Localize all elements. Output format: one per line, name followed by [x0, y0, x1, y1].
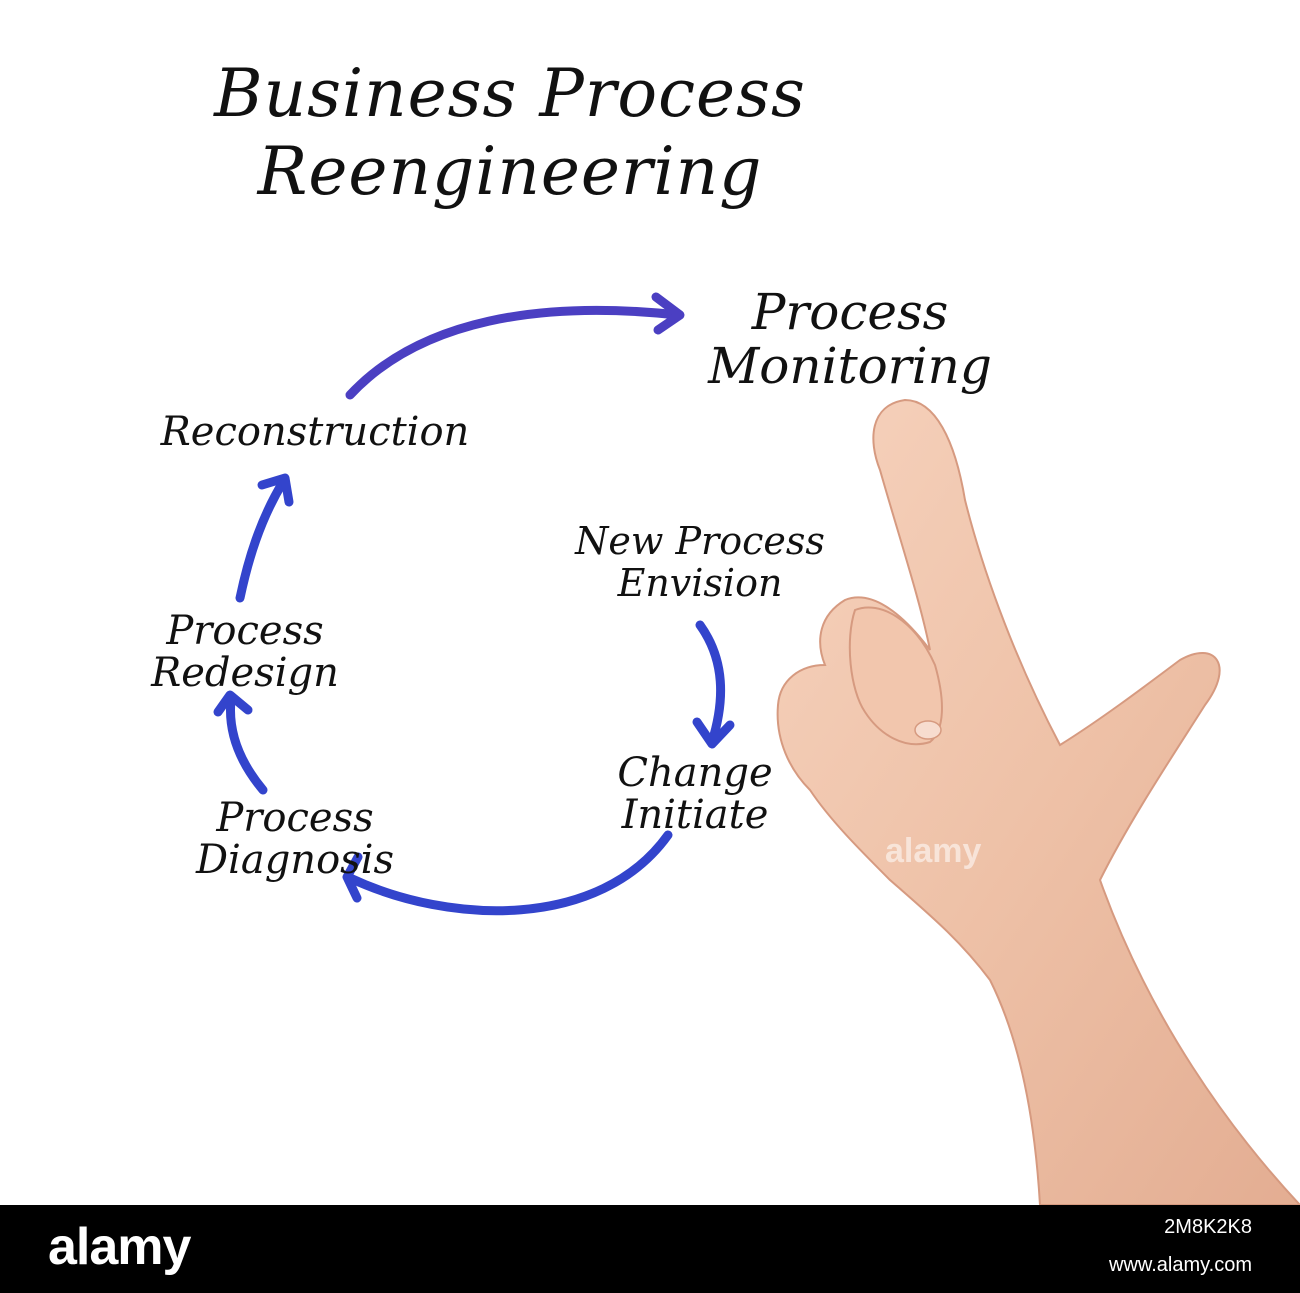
arrowhead-initiate [692, 717, 735, 749]
arrow-to-monitoring [345, 305, 683, 400]
arrowhead-reconstruction [257, 473, 294, 507]
cycle-arrows [213, 292, 735, 916]
image-id-text: 2M8K2K8 [1164, 1216, 1252, 1238]
brand-logo: alamy [48, 1218, 191, 1276]
diagram-canvas: Business Process Reengineering Process M… [120, 55, 1300, 1205]
arrow-to-initiate [695, 620, 726, 747]
step-process-monitoring: Process Monitoring [708, 283, 992, 395]
arrow-to-diagnosis [345, 830, 673, 916]
hand-palm [776, 398, 1300, 1205]
pointing-hand-image [776, 398, 1300, 1205]
diagram-title: Business Process Reengineering [120, 55, 900, 211]
arrow-to-redesign [226, 695, 268, 795]
hand-curled-finger [848, 606, 943, 746]
arrowhead-monitoring [651, 292, 685, 335]
hand-fingernail [914, 720, 942, 740]
arrow-to-reconstruction [235, 477, 288, 603]
step-process-diagnosis: Process Diagnosis [195, 795, 394, 883]
footer-bar: alamy 2M8K2K8 www.alamy.com [0, 1205, 1300, 1293]
watermark-text: alamy [885, 832, 982, 870]
step-change-initiate: Change Initiate [617, 750, 773, 838]
site-url-text: www.alamy.com [1109, 1254, 1252, 1276]
title-line-2: Reengineering [257, 133, 763, 210]
arrowhead-redesign [213, 690, 253, 717]
title-line-1: Business Process [214, 55, 806, 132]
step-new-process-envision: New Process Envision [575, 519, 825, 605]
arrowhead-diagnosis [342, 852, 363, 903]
step-process-redesign: Process Redesign [151, 608, 339, 696]
step-reconstruction: Reconstruction [160, 409, 470, 455]
